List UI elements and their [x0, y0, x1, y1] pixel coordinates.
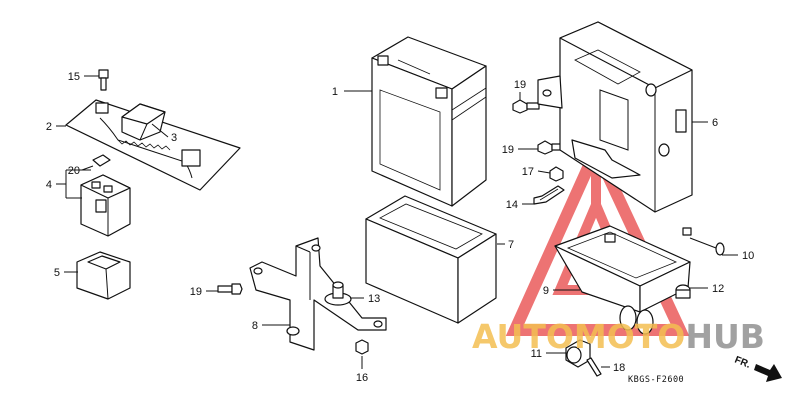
relay-rubber-sleeve	[76, 251, 131, 300]
callout-5: 5	[54, 267, 60, 279]
rubber-cushion-11	[565, 339, 591, 368]
callout-15: 15	[68, 71, 80, 83]
callout-19-top: 19	[514, 79, 526, 91]
watermark-hub: HUB	[685, 317, 765, 356]
nut-16	[355, 339, 369, 355]
callout-7: 7	[508, 239, 514, 251]
callout-6: 6	[712, 117, 718, 129]
battery-case	[365, 195, 497, 324]
rubber-mount-13	[324, 281, 352, 306]
bolt-19-left	[217, 283, 243, 295]
callout-9: 9	[543, 285, 549, 297]
callout-20: 20	[68, 165, 80, 177]
pin-18	[586, 357, 602, 377]
leader-lines	[56, 75, 738, 369]
callout-10: 10	[742, 250, 754, 262]
front-direction-indicator: FR.	[733, 355, 782, 382]
diagram-code: KBGS-F2600	[628, 375, 684, 385]
battery-bracket	[249, 237, 387, 351]
bolt-15	[98, 69, 109, 91]
svg-text:AUTOMOTOHUB: AUTOMOTOHUB	[472, 317, 765, 356]
starter-relay	[80, 174, 131, 237]
callout-2: 2	[46, 121, 52, 133]
battery-strap	[533, 185, 565, 205]
callout-19-left: 19	[190, 286, 202, 298]
callout-labels: 1 2 3 4 5 6 7 8 9 10 11 12 13 14 15 16 1…	[46, 71, 754, 384]
bolt-19-top	[512, 99, 540, 114]
wire-harness-plate	[65, 99, 241, 191]
starter-relay-cover	[121, 103, 166, 141]
fuse-20	[92, 154, 111, 167]
callout-16: 16	[356, 372, 368, 384]
front-arrow-icon	[754, 364, 782, 382]
callout-3: 3	[171, 132, 177, 144]
battery-box	[537, 21, 693, 213]
watermark-text: AUTOMOTOHUB	[472, 317, 765, 356]
callout-14: 14	[506, 199, 518, 211]
front-label: FR.	[733, 355, 752, 371]
callout-17: 17	[522, 166, 534, 178]
callout-11: 11	[531, 348, 542, 360]
callout-18: 18	[613, 362, 625, 374]
watermark-auto: AUTO	[472, 317, 574, 356]
screw-10	[682, 227, 725, 256]
callout-12: 12	[712, 283, 724, 295]
battery	[371, 36, 487, 207]
tool-tray	[554, 225, 691, 335]
callout-4: 4	[46, 179, 52, 191]
watermark-moto: MOTO	[574, 317, 685, 356]
callout-19-mid: 19	[502, 144, 514, 156]
callout-1: 1	[332, 86, 338, 98]
collar-12	[675, 284, 691, 299]
callout-13: 13	[368, 293, 380, 305]
nut-17	[549, 166, 564, 182]
callout-8: 8	[252, 320, 258, 332]
